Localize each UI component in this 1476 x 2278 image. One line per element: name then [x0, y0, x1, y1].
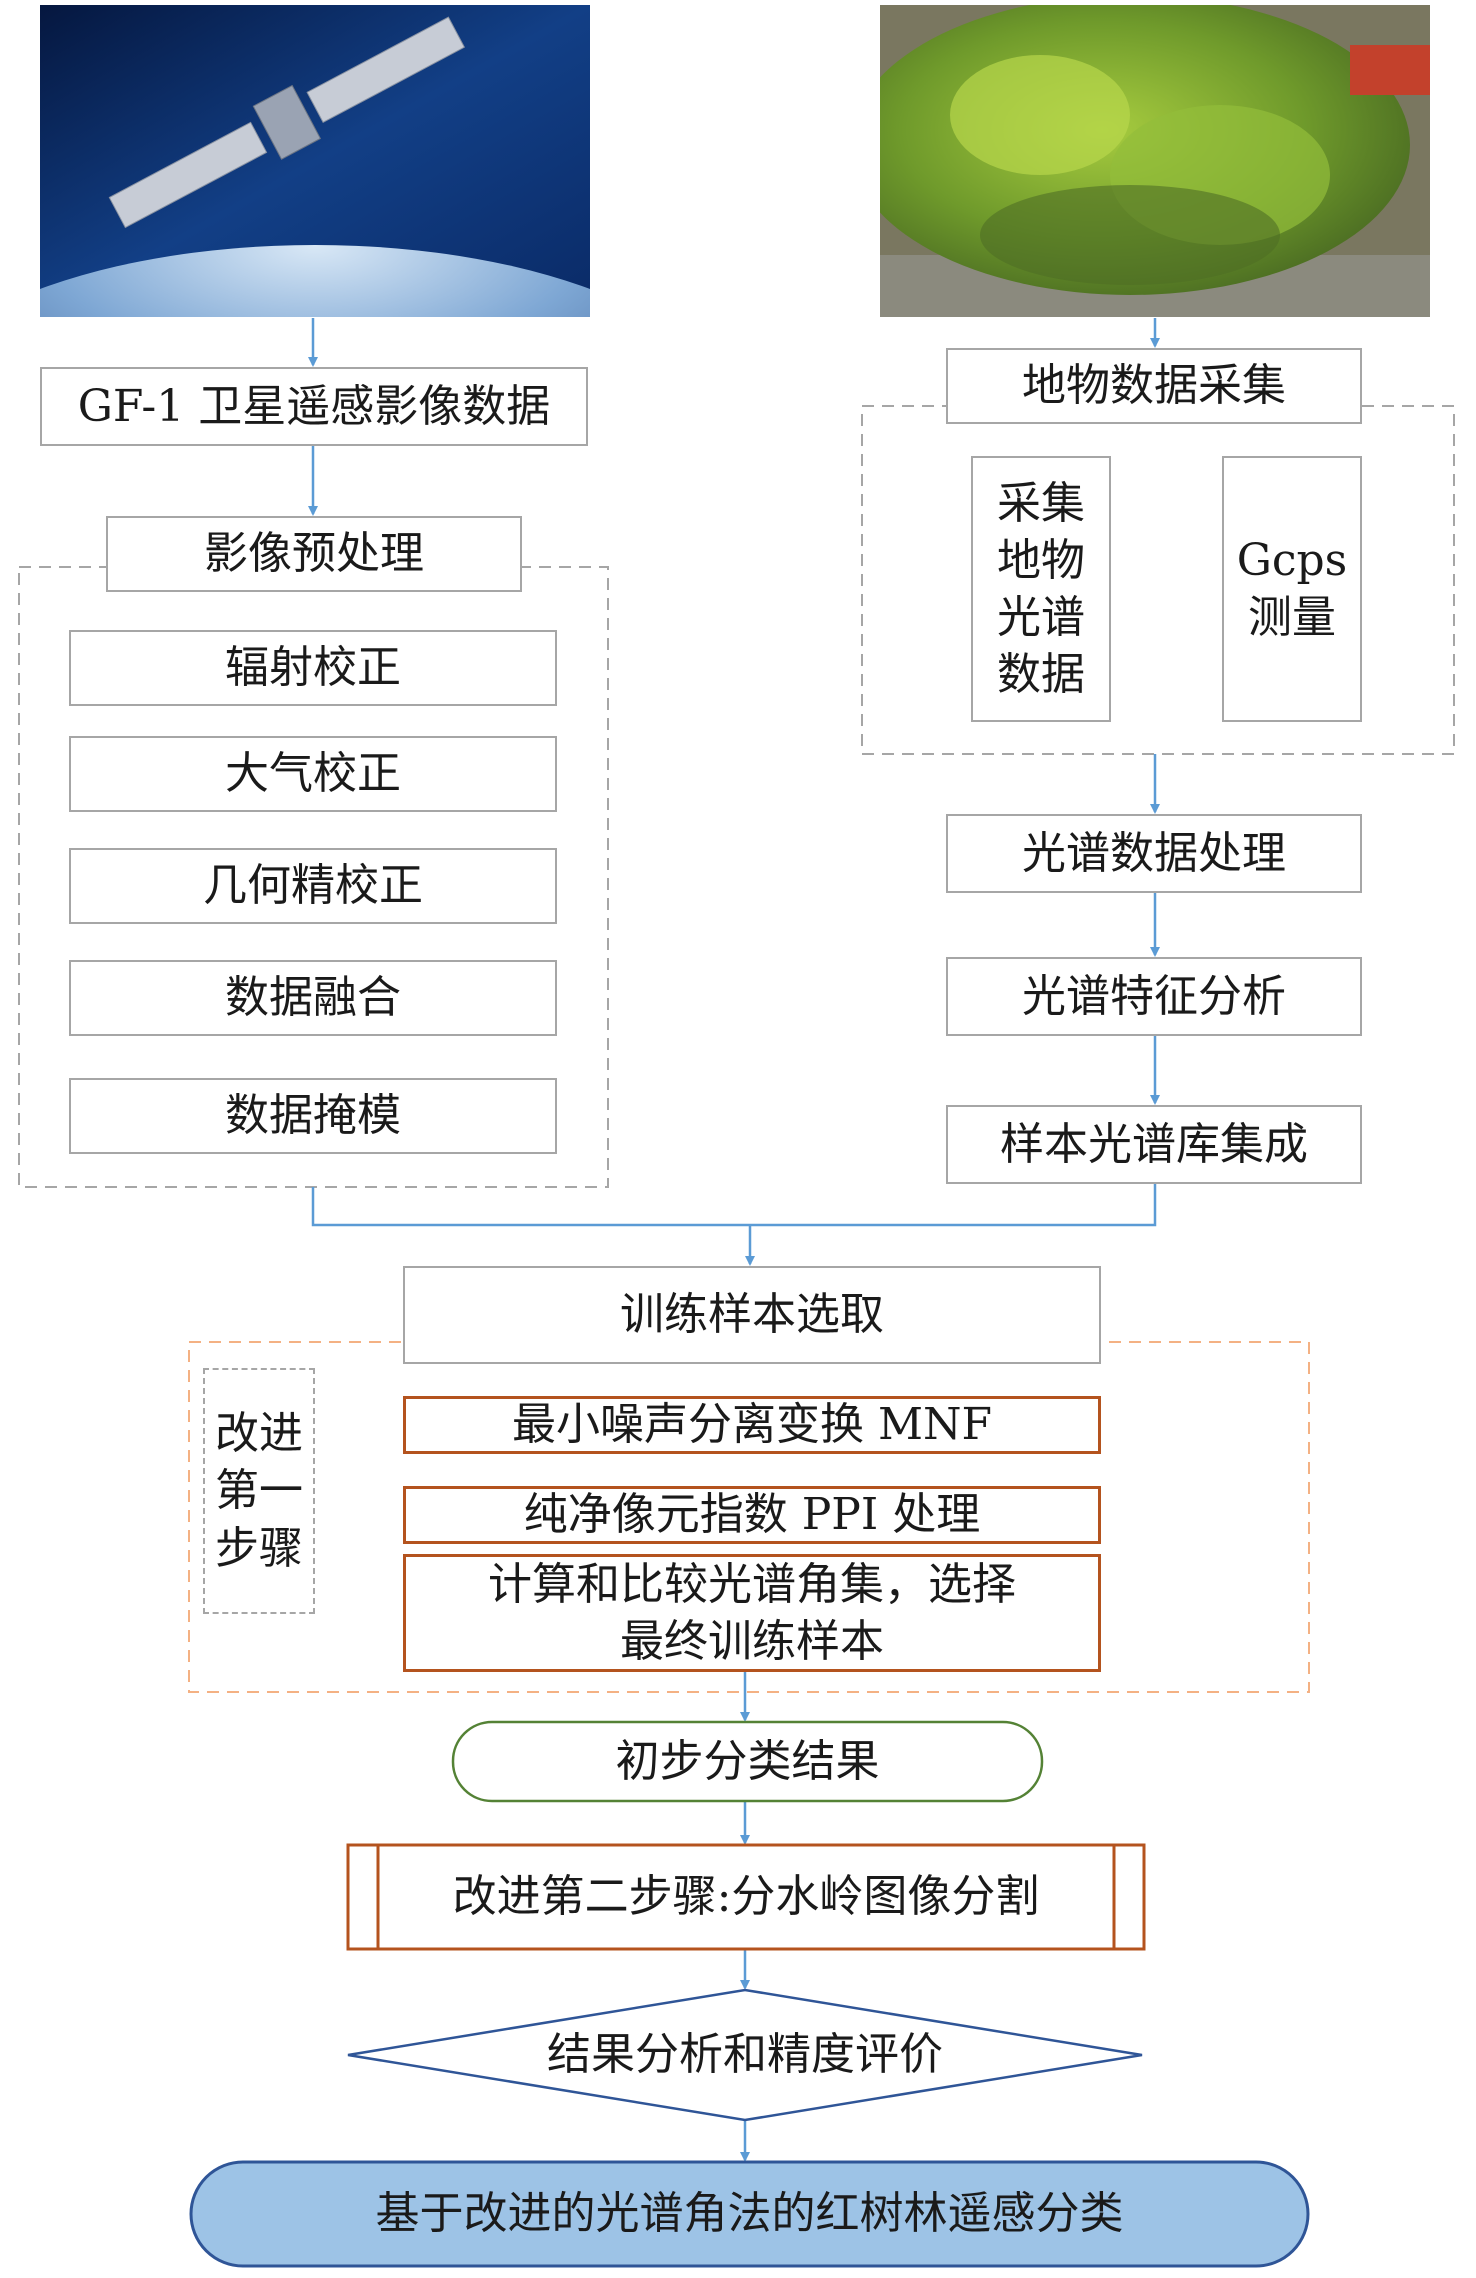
final-shape [189, 2160, 1310, 2268]
preprocess-title-label: 影像预处理 [204, 528, 424, 580]
collect-title-label: 地物数据采集 [1022, 360, 1286, 412]
preprocess-title-box: 影像预处理 [106, 516, 522, 592]
spectral-processing-label: 光谱数据处理 [1022, 827, 1286, 879]
initial-result-label: 初步分类结果 [615, 1735, 880, 1787]
step-fusion-label: 数据融合 [225, 972, 401, 1024]
spectral-library-box: 样本光谱库集成 [946, 1105, 1362, 1184]
spectra-line-4: 数据 [997, 649, 1085, 701]
satellite-image [40, 5, 590, 317]
mnf-label: 最小噪声分离变换 MNF [511, 1399, 993, 1451]
spectral-processing-box: 光谱数据处理 [946, 814, 1362, 893]
step-mask-box: 数据掩模 [69, 1078, 557, 1154]
step-atmospheric-label: 大气校正 [225, 748, 401, 800]
spectral-feature-box: 光谱特征分析 [946, 957, 1362, 1036]
gcps-line-2: 测量 [1248, 592, 1336, 643]
step-geometric-box: 几何精校正 [69, 848, 557, 924]
collect-title-box: 地物数据采集 [946, 348, 1362, 424]
spectra-line-1: 采集 [997, 477, 1085, 529]
ppi-label: 纯净像元指数 PPI 处理 [523, 1489, 981, 1541]
gf1-image-data-box: GF-1 卫星遥感影像数据 [40, 367, 588, 446]
training-title-box: 训练样本选取 [403, 1266, 1101, 1364]
step-fusion-box: 数据融合 [69, 960, 557, 1036]
step-radiometric-box: 辐射校正 [69, 630, 557, 706]
step2-shape [346, 1843, 1146, 1951]
step2-label: 改进第二步骤:分水岭图像分割 [452, 1871, 1040, 1923]
collect-group-border [861, 405, 1455, 755]
sam-line-2: 最终训练样本 [620, 1616, 884, 1667]
gf1-image-data-label: GF-1 卫星遥感影像数据 [77, 380, 551, 432]
step-geometric-label: 几何精校正 [203, 860, 423, 912]
initial-result-shape [451, 1720, 1044, 1803]
improve-step1-line-1: 改进 [215, 1408, 303, 1460]
mnf-box: 最小噪声分离变换 MNF [403, 1396, 1101, 1454]
initial-result-text: 初步分类结果 [453, 1722, 1042, 1801]
sam-line-1: 计算和比较光谱角集，选择 [488, 1558, 1016, 1610]
step2-text: 改进第二步骤:分水岭图像分割 [378, 1845, 1114, 1949]
step-radiometric-label: 辐射校正 [225, 642, 401, 694]
evaluation-diamond [347, 1988, 1143, 2122]
improve-step1-box: 改进 第一 步骤 [203, 1368, 315, 1614]
improve-step1-line-2: 第一 [215, 1465, 303, 1517]
evaluation-label: 结果分析和精度评价 [547, 2029, 943, 2081]
final-label: 基于改进的光谱角法的红树林遥感分类 [375, 2188, 1124, 2240]
spectral-feature-label: 光谱特征分析 [1022, 970, 1286, 1022]
spectra-line-3: 光谱 [997, 592, 1085, 643]
evaluation-text: 结果分析和精度评价 [448, 2010, 1042, 2100]
ppi-box: 纯净像元指数 PPI 处理 [403, 1486, 1101, 1544]
step-atmospheric-box: 大气校正 [69, 736, 557, 812]
gcps-line-1: Gcps [1236, 534, 1348, 586]
sam-box: 计算和比较光谱角集，选择 最终训练样本 [403, 1554, 1101, 1672]
gcps-box: Gcps 测量 [1222, 456, 1362, 722]
spectra-collect-box: 采集 地物 光谱 数据 [971, 456, 1111, 722]
spectral-library-label: 样本光谱库集成 [1000, 1118, 1308, 1170]
improve-step1-line-3: 步骤 [215, 1522, 303, 1574]
step-mask-label: 数据掩模 [225, 1090, 401, 1142]
mangrove-image [880, 5, 1430, 317]
final-text: 基于改进的光谱角法的红树林遥感分类 [191, 2162, 1308, 2266]
training-title-label: 训练样本选取 [620, 1289, 884, 1341]
spectra-line-2: 地物 [997, 534, 1085, 586]
